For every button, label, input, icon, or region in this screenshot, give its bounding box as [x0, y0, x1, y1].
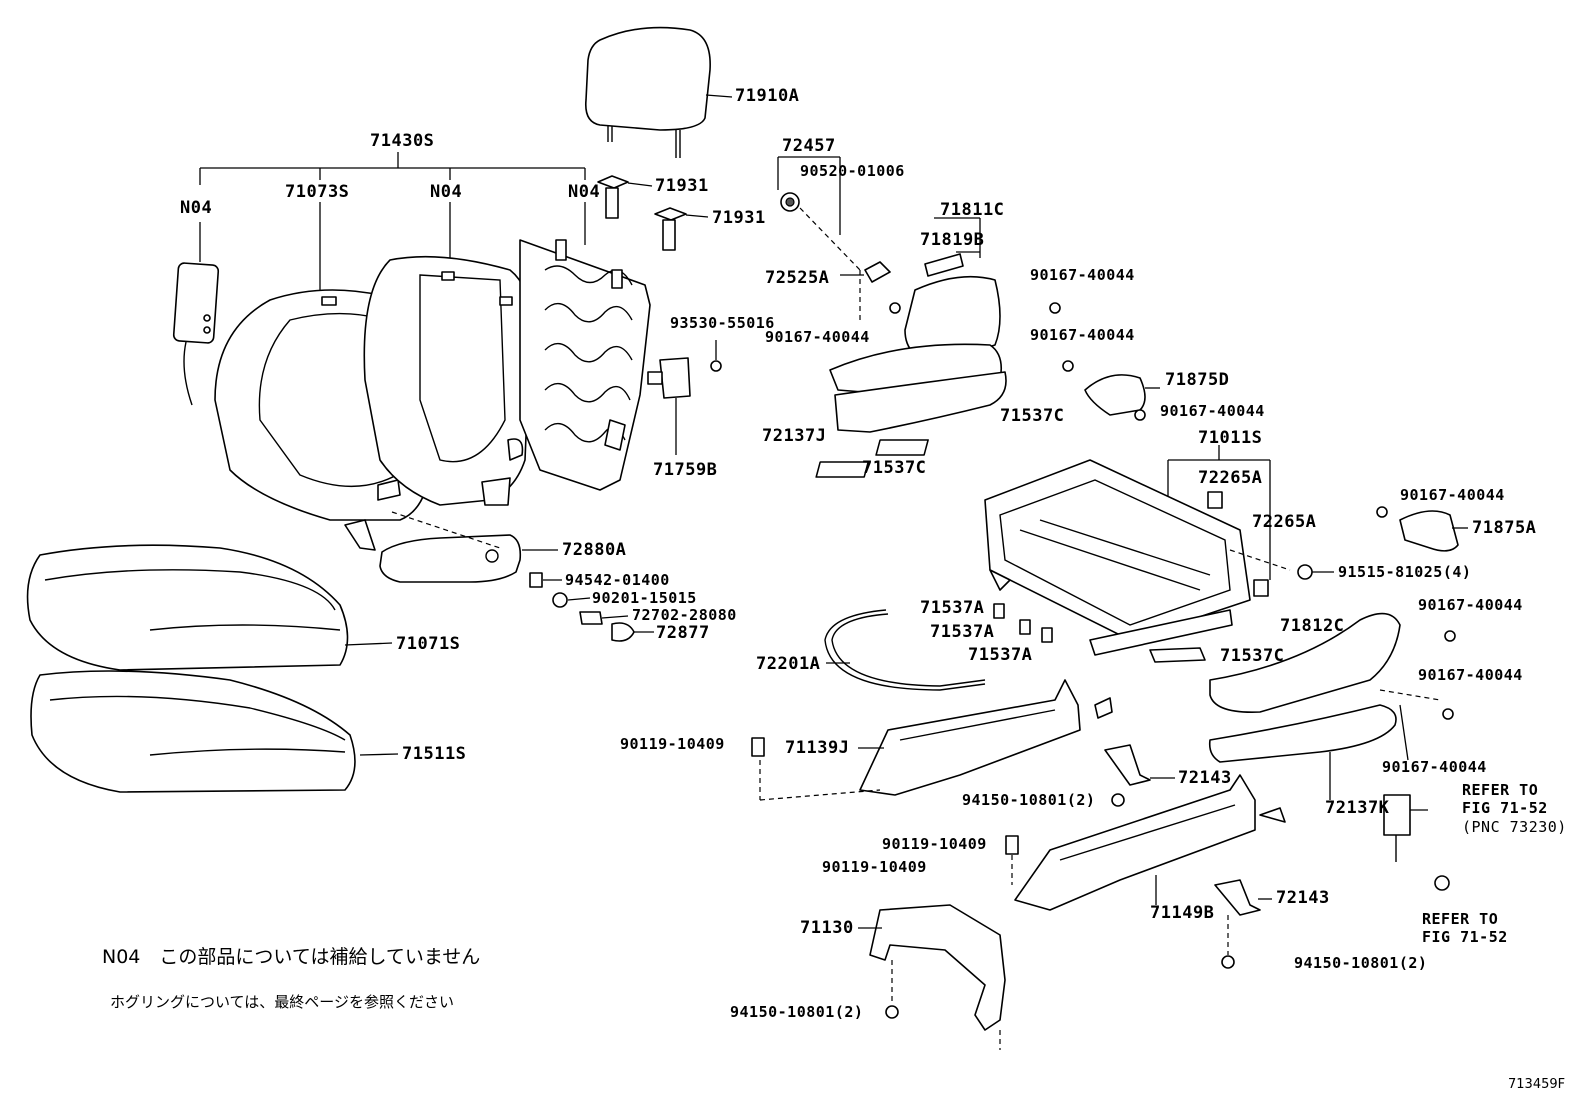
part-label: 71139J: [785, 738, 850, 758]
part-label: 71073S: [285, 182, 350, 202]
part-label: 90167-40044: [765, 328, 870, 346]
refer-to-label: FIG 71-52: [1422, 928, 1508, 946]
headrest-supports: [597, 175, 709, 251]
part-label: 94150-10801(2): [1294, 954, 1428, 972]
part-label: 71537A: [968, 645, 1033, 665]
part-label: 72525A: [765, 268, 830, 288]
refer-to-label: (PNC 73230): [1462, 818, 1567, 836]
armrest-assembly: [379, 511, 654, 642]
part-label: 71819B: [920, 230, 985, 250]
part-label: 72702-28080: [632, 606, 737, 624]
seat-wire: [824, 609, 986, 691]
part-label: 71811C: [940, 200, 1005, 220]
part-label: N04: [568, 182, 601, 202]
hog-ring-note: ホグリングについては、最終ページを参照ください: [110, 993, 454, 1011]
part-label: 90119-10409: [620, 735, 725, 753]
part-label: N04: [180, 198, 213, 218]
part-label: 72143: [1276, 888, 1330, 908]
part-label: 72265A: [1198, 468, 1263, 488]
part-label: 71812C: [1280, 616, 1345, 636]
part-label: 90167-40044: [1400, 486, 1505, 504]
part-label: 93530-55016: [670, 314, 775, 332]
seatback-frame: [519, 239, 651, 491]
part-label: 71875D: [1165, 370, 1230, 390]
part-label: 71537A: [920, 598, 985, 618]
part-label: 71537C: [862, 458, 927, 478]
part-label: 72880A: [562, 540, 627, 560]
part-label: 71931: [712, 208, 766, 228]
seatbelt-buckle: [1383, 794, 1450, 891]
cushion-pad: [30, 670, 399, 793]
track-rail-inner: [751, 679, 1113, 801]
part-label: 90167-40044: [1418, 596, 1523, 614]
figure-code: 713459F: [1508, 1077, 1566, 1092]
part-label: 71511S: [402, 744, 467, 764]
part-label: 90167-40044: [1418, 666, 1523, 684]
part-label: 90520-01006: [800, 162, 905, 180]
part-label: 91515-81025(4): [1338, 563, 1472, 581]
headrest-drawing: [584, 26, 733, 158]
track-rail-outer: [1005, 774, 1286, 911]
part-label: 71537C: [1000, 406, 1065, 426]
outer-shield-right: [1297, 506, 1468, 580]
leg-bracket: [858, 904, 1006, 1050]
side-airbag-module: [172, 262, 220, 406]
part-label: 71910A: [735, 86, 800, 106]
part-label: 71759B: [653, 460, 718, 480]
part-label: 94150-10801(2): [962, 791, 1096, 809]
part-label: 90119-10409: [822, 858, 927, 876]
refer-to-label: REFER TO: [1422, 910, 1499, 928]
part-label: 90119-10409: [882, 835, 987, 853]
part-label: 72137K: [1325, 798, 1390, 818]
brackets: [1104, 744, 1272, 969]
part-label: 94542-01400: [565, 571, 670, 589]
seat-track-frame: [984, 445, 1291, 663]
n04-note: N04 この部品については補給していません: [102, 946, 481, 968]
part-label: 94150-10801(2): [730, 1003, 864, 1021]
part-label: 72201A: [756, 654, 821, 674]
part-label: 71430S: [370, 131, 435, 151]
assembly-bracket-71430S: [199, 152, 586, 290]
side-shield-covers: [1208, 612, 1456, 800]
part-label: 71149B: [1150, 903, 1215, 923]
part-label: 90167-40044: [1030, 266, 1135, 284]
part-label: 71537C: [1220, 646, 1285, 666]
part-label: 71931: [655, 176, 709, 196]
part-label: 71875A: [1472, 518, 1537, 538]
part-label: 72457: [782, 136, 836, 156]
part-label: 72143: [1178, 768, 1232, 788]
part-label: 90167-40044: [1160, 402, 1265, 420]
part-label: 71130: [800, 918, 854, 938]
part-label: 90201-15015: [592, 589, 697, 607]
part-label: 90167-40044: [1030, 326, 1135, 344]
refer-to-label: REFER TO: [1462, 781, 1539, 799]
part-label: N04: [430, 182, 463, 202]
part-label: 71011S: [1198, 428, 1263, 448]
part-label: 72265A: [1252, 512, 1317, 532]
recliner-cover: [647, 340, 722, 455]
cushion-cover: [26, 544, 393, 671]
part-label: 90167-40044: [1382, 758, 1487, 776]
part-label: 72137J: [762, 426, 827, 446]
seatback-pad: [363, 255, 532, 506]
part-label: 72877: [656, 623, 710, 643]
pad-pieces: [993, 603, 1053, 643]
part-label: 71537A: [930, 622, 995, 642]
shield-cluster: [777, 156, 1160, 478]
part-label: 71071S: [396, 634, 461, 654]
refer-to-label: FIG 71-52: [1462, 799, 1548, 817]
